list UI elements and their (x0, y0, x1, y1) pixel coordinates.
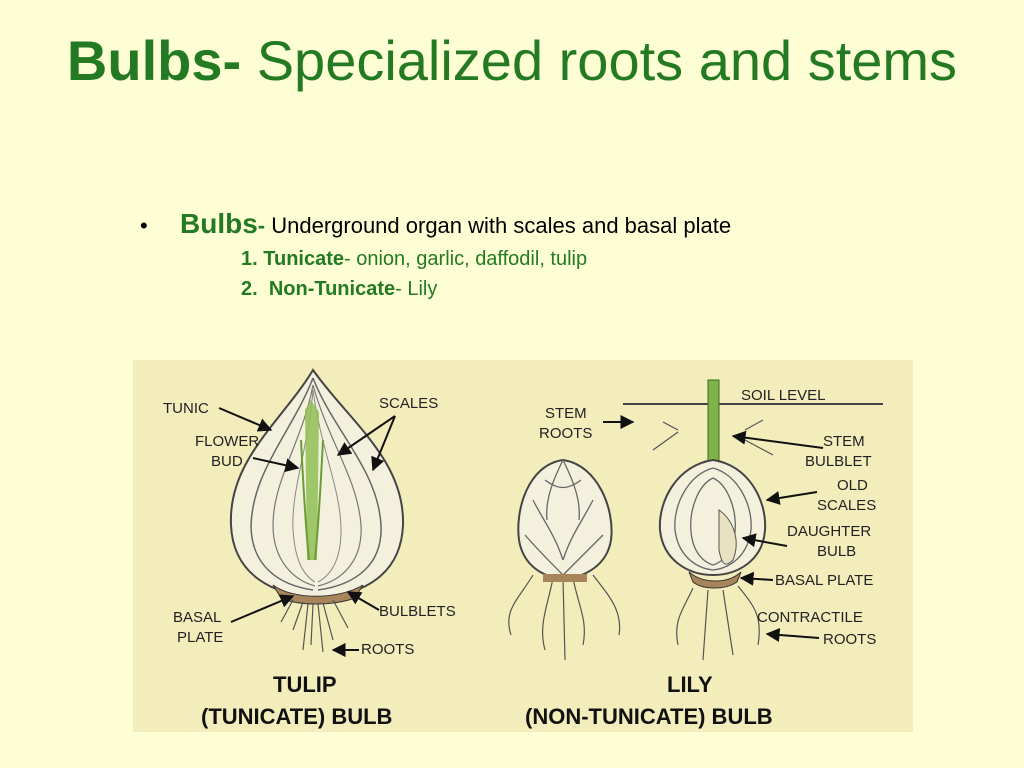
tulip-label-roots: ROOTS (361, 641, 414, 658)
sub-item-num: 2. (241, 278, 258, 300)
tulip-bulb-illustration (229, 368, 405, 653)
bullet-list: • Bulbs- Underground organ with scales an… (140, 206, 731, 304)
bullet-text: Underground organ with scales and basal … (265, 213, 732, 238)
bullet-term: Bulbs (180, 208, 258, 239)
tulip-label-scales: SCALES (379, 395, 438, 412)
lily-label-daughter-bulb-2: BULB (817, 543, 856, 560)
tulip-label-bulblets: BULBLETS (379, 603, 456, 620)
lily-label-stem-bulblet-1: STEM (823, 433, 865, 450)
lily-label-contractile-1: CONTRACTILE (757, 609, 863, 626)
lily-label-basal-plate: BASAL PLATE (775, 572, 873, 589)
title-bold: Bulbs- (66, 29, 242, 92)
sub-item-tunicate: 1. Tunicate- onion, garlic, daffodil, tu… (241, 244, 731, 274)
title-rest: Specialized roots and stems (241, 29, 958, 92)
bullet-main: • Bulbs- Underground organ with scales an… (140, 206, 731, 244)
tulip-label-flower-bud-2: BUD (211, 453, 243, 470)
sub-item-num: 1. (241, 248, 258, 270)
tulip-labels: TUNIC FLOWER BUD SCALES BASAL PLATE BULB… (163, 395, 456, 729)
lily-label-daughter-bulb-1: DAUGHTER (787, 523, 871, 540)
lily-labels: STEM ROOTS SOIL LEVEL STEM BULBLET OLD S… (525, 387, 876, 729)
sub-item-non-tunicate: 2. Non-Tunicate- Lily (241, 274, 731, 304)
lily-label-soil-level: SOIL LEVEL (741, 387, 826, 404)
tulip-label-tunic: TUNIC (163, 400, 209, 417)
sub-item-term: Tunicate (263, 248, 345, 270)
lily-label-old-scales-1: OLD (837, 477, 868, 494)
bulb-diagram: TUNIC FLOWER BUD SCALES BASAL PLATE BULB… (133, 360, 913, 732)
tulip-label-basal-1: BASAL (173, 609, 221, 626)
sub-item-term: Non-Tunicate (268, 278, 396, 300)
sub-item-text: - Lily (395, 278, 438, 300)
lily-label-old-scales-2: SCALES (817, 497, 876, 514)
tulip-label-basal-2: PLATE (177, 629, 223, 646)
lily-caption-2: (NON-TUNICATE) BULB (525, 704, 773, 729)
tulip-caption-1: TULIP (273, 672, 337, 697)
lily-label-contractile-2: ROOTS (823, 631, 876, 648)
bullet-marker: • (140, 213, 148, 238)
lily-section-bulb-illustration (623, 379, 883, 661)
tulip-label-flower-bud-1: FLOWER (195, 433, 259, 450)
tulip-caption-2: (TUNICATE) BULB (201, 704, 392, 729)
slide-title: Bulbs- Specialized roots and stems (0, 28, 1024, 94)
lily-caption-1: LILY (667, 672, 713, 697)
sub-item-text: - onion, garlic, daffodil, tulip (344, 248, 588, 270)
lily-label-stem-bulblet-2: BULBLET (805, 453, 872, 470)
bullet-dash: - (257, 213, 266, 238)
lily-label-stem-roots-1: STEM (545, 405, 587, 422)
lily-outside-bulb-illustration (508, 458, 621, 661)
lily-label-stem-roots-2: ROOTS (539, 425, 592, 442)
